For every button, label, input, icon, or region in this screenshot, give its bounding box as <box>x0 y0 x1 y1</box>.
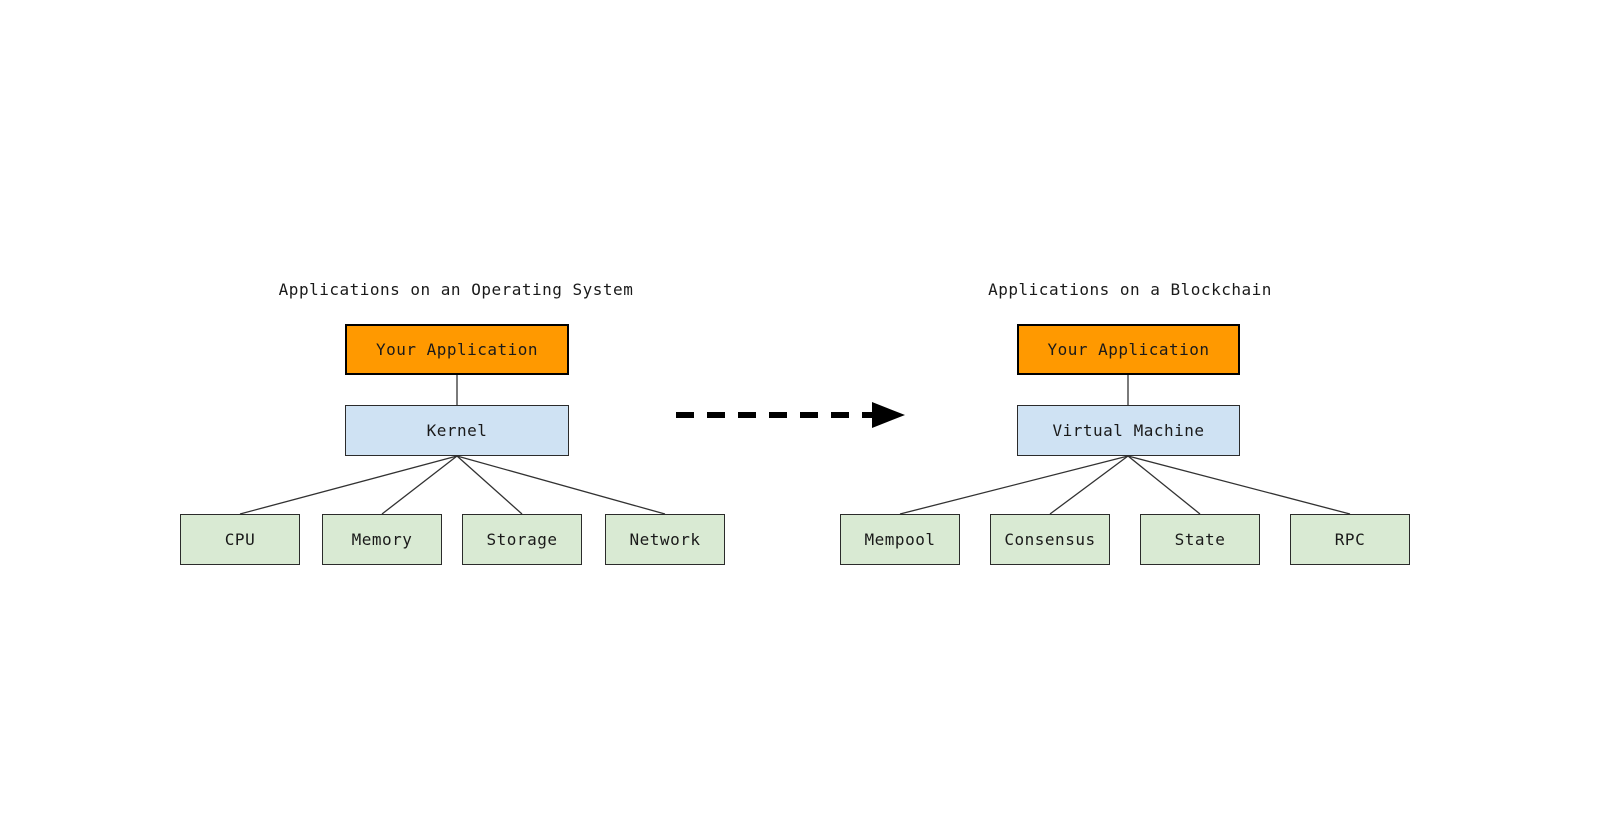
kernel-label: Kernel <box>426 421 488 440</box>
cpu-label: CPU <box>224 530 256 549</box>
vm-to-rpc-line <box>1127 455 1351 515</box>
kernel-box: Kernel <box>345 405 569 456</box>
storage-label: Storage <box>486 530 558 549</box>
left-your-application-box: Your Application <box>345 324 569 375</box>
network-box: Network <box>605 514 725 565</box>
vm-to-consensus-line <box>1049 455 1129 515</box>
right-your-application-box: Your Application <box>1017 324 1240 375</box>
dashed-arrow-head <box>872 402 905 428</box>
dashed-right-arrow-icon <box>676 402 905 428</box>
virtual-machine-label: Virtual Machine <box>1052 421 1205 440</box>
consensus-box: Consensus <box>990 514 1110 565</box>
cpu-box: CPU <box>180 514 300 565</box>
kernel-to-cpu-line <box>239 455 458 515</box>
consensus-label: Consensus <box>1004 530 1096 549</box>
kernel-to-memory-line <box>381 455 458 515</box>
vm-to-mempool-line <box>899 455 1129 515</box>
memory-label: Memory <box>351 530 413 549</box>
left-your-application-label: Your Application <box>375 340 539 359</box>
memory-box: Memory <box>322 514 442 565</box>
rpc-label: RPC <box>1334 530 1366 549</box>
network-label: Network <box>629 530 701 549</box>
mempool-box: Mempool <box>840 514 960 565</box>
virtual-machine-box: Virtual Machine <box>1017 405 1240 456</box>
right-your-application-label: Your Application <box>1047 340 1210 359</box>
vm-to-state-line <box>1127 455 1201 515</box>
storage-box: Storage <box>462 514 582 565</box>
right-diagram-title: Applications on a Blockchain <box>988 280 1272 299</box>
state-box: State <box>1140 514 1260 565</box>
state-label: State <box>1174 530 1226 549</box>
kernel-to-network-line <box>456 455 666 515</box>
mempool-label: Mempool <box>864 530 936 549</box>
rpc-box: RPC <box>1290 514 1410 565</box>
left-diagram-title: Applications on an Operating System <box>278 280 634 299</box>
kernel-to-storage-line <box>456 455 523 515</box>
